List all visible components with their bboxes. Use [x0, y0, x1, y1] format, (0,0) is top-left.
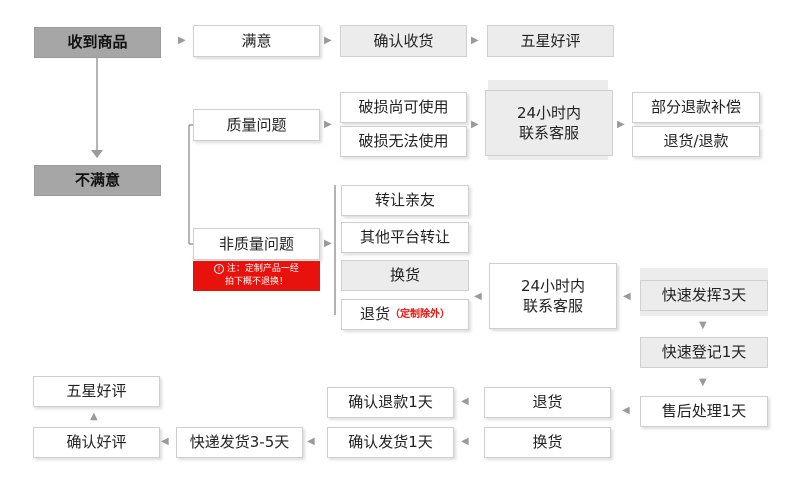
return-refund-node: 退货/退款	[632, 126, 760, 157]
arrow-left-icon: ◀	[461, 436, 469, 447]
arrow-down-icon: ▼	[699, 320, 707, 331]
arrow-left-icon: ◀	[307, 436, 315, 447]
received-goods-node: 收到商品	[34, 27, 161, 58]
return-label: 退货	[359, 305, 390, 324]
damaged-unusable-node: 破损无法使用	[340, 126, 467, 157]
arrow-right-icon: ▶	[471, 35, 479, 46]
satisfied-node: 满意	[193, 25, 320, 57]
arrow-right-icon: ▶	[324, 238, 332, 249]
five-star-review-bottom-node: 五星好评	[33, 376, 160, 407]
confirm-review-node: 确认好评	[33, 427, 160, 458]
other-platform-node: 其他平台转让	[341, 222, 469, 253]
quality-issue-node: 质量问题	[193, 109, 320, 141]
notice-text: 注：定制产品一经 拍下概不退换！	[224, 264, 299, 287]
exchange-node: 换货	[341, 260, 469, 291]
arrow-right-icon: ▶	[324, 35, 332, 46]
arrow-left-icon: ◀	[623, 291, 631, 302]
transfer-friends-node: 转让亲友	[341, 185, 469, 216]
arrow-right-icon: ▶	[178, 35, 186, 46]
express-ship-node: 快速发挥3天	[640, 280, 768, 311]
arrow-left-icon: ◀	[622, 405, 630, 416]
unsatisfied-node: 不满意	[34, 165, 161, 196]
partial-refund-node: 部分退款补偿	[632, 92, 760, 123]
return-node: 退货（定制除外）	[341, 299, 469, 330]
non-quality-issue-node: 非质量问题	[193, 228, 320, 260]
arrow-right-icon: ▶	[324, 119, 332, 130]
info-circle-icon: !	[214, 263, 225, 274]
confirm-refund-node: 确认退款1天	[327, 387, 454, 418]
contact-cs-node: 24小时内 联系客服	[485, 90, 613, 156]
confirm-ship-node: 确认发货1天	[327, 427, 454, 458]
arrow-right-icon: ▶	[471, 119, 479, 130]
express-ship-3-5-node: 快递发货3-5天	[176, 427, 303, 458]
damaged-usable-node: 破损尚可使用	[340, 92, 467, 123]
custom-exception-note: （定制除外）	[390, 308, 450, 320]
arrow-left-icon: ◀	[474, 291, 482, 302]
arrow-down-icon: ▼	[699, 377, 707, 388]
after-sales-node: 售后处理1天	[640, 396, 768, 427]
return-bottom-node: 退货	[484, 387, 611, 418]
confirm-receipt-node: 确认收货	[340, 25, 467, 57]
custom-notice: ! 注：定制产品一经 拍下概不退换！	[193, 261, 320, 291]
express-register-node: 快速登记1天	[640, 337, 768, 368]
arrow-up-icon: ▲	[90, 411, 98, 422]
contact-cs-node: 24小时内 联系客服	[489, 263, 617, 329]
arrow-left-icon: ◀	[461, 396, 469, 407]
arrow-left-icon: ◀	[161, 436, 169, 447]
exchange-bottom-node: 换货	[484, 427, 611, 458]
five-star-review-node: 五星好评	[487, 25, 614, 57]
arrow-right-icon: ▶	[617, 119, 625, 130]
